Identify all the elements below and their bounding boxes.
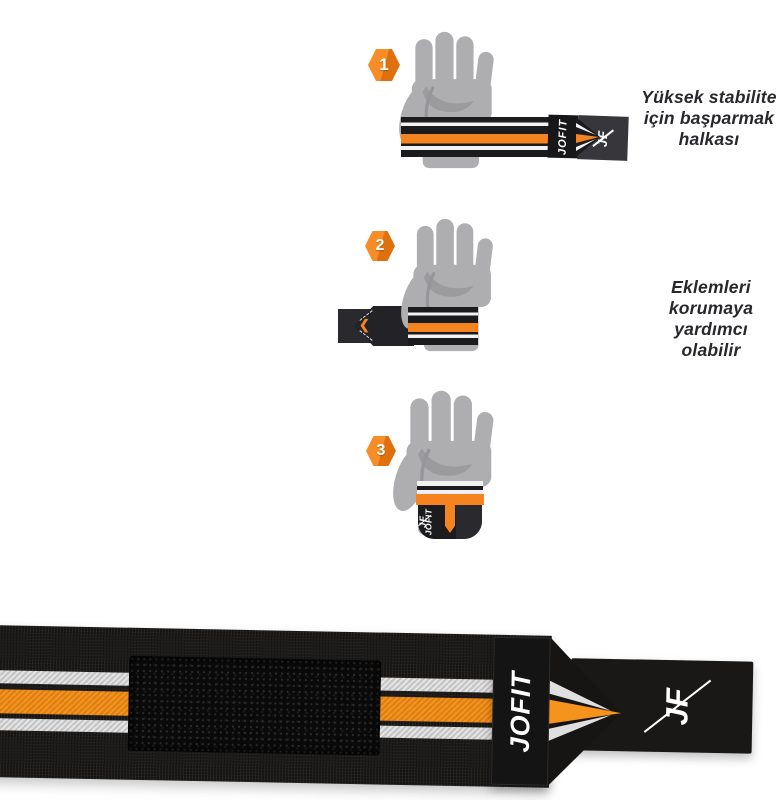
- product-jofit-strap: JOFIT: [490, 636, 551, 786]
- step-number: 2: [375, 237, 385, 254]
- brand-wordmark: JOFIT: [556, 118, 570, 155]
- wrist-band-1: [401, 117, 551, 157]
- caption-stability: Yüksek stabilite için başparmak halkası: [628, 87, 780, 150]
- step-2-group: 2 ❮ Eklemleri korumaya yar: [0, 190, 780, 380]
- step-number: 3: [376, 442, 386, 459]
- brand-wordmark: JOFIT: [504, 670, 537, 753]
- caption-line: için başparmak: [643, 108, 775, 128]
- caption-line: olabilir: [681, 340, 741, 360]
- caption-line: halkası: [678, 129, 740, 149]
- chevron-left-icon: ❮: [359, 317, 370, 332]
- cuff-stripe-white: [417, 481, 483, 486]
- step-1-badge: 1: [368, 49, 400, 81]
- jofit-label-strip-1: JOFIT: [547, 114, 579, 159]
- step-2-badge: 2: [365, 231, 395, 261]
- jf-monogram: JF: [418, 508, 433, 534]
- velcro-strip: [127, 655, 382, 756]
- band-point-icon-1: [576, 117, 600, 157]
- cuff-body: JOFIT JF: [418, 505, 482, 539]
- caption-line: korumaya: [668, 298, 754, 318]
- cuff-stripe-orange: [416, 494, 484, 505]
- cuff-stripe-black: [417, 486, 483, 490]
- jf-monogram: JF: [634, 661, 722, 751]
- caption-line: yardımcı: [674, 319, 748, 339]
- cuff-dark-panel: [456, 505, 482, 539]
- band-point-icon-product: [547, 637, 622, 786]
- step-number: 1: [379, 55, 389, 74]
- step-1-group: 1 JF JOFIT: [0, 0, 780, 190]
- cuff-stripe-white: [417, 490, 483, 494]
- wrist-band-2: [408, 307, 478, 345]
- step-3-badge: 3: [366, 436, 396, 466]
- caption-line: Eklemleri: [671, 277, 751, 297]
- step-3-group: 3 JOFIT: [0, 380, 780, 570]
- caption-line: Yüksek stabilite: [641, 87, 777, 107]
- product-main-band: [0, 624, 552, 788]
- cuff-orange-loop: [445, 505, 455, 533]
- product-photo-group: JF JOFIT: [0, 620, 780, 800]
- caption-joint-protection: Eklemleri korumaya yardımcı olabilir: [630, 277, 780, 361]
- wrap-cuff: JOFIT JF: [416, 481, 484, 539]
